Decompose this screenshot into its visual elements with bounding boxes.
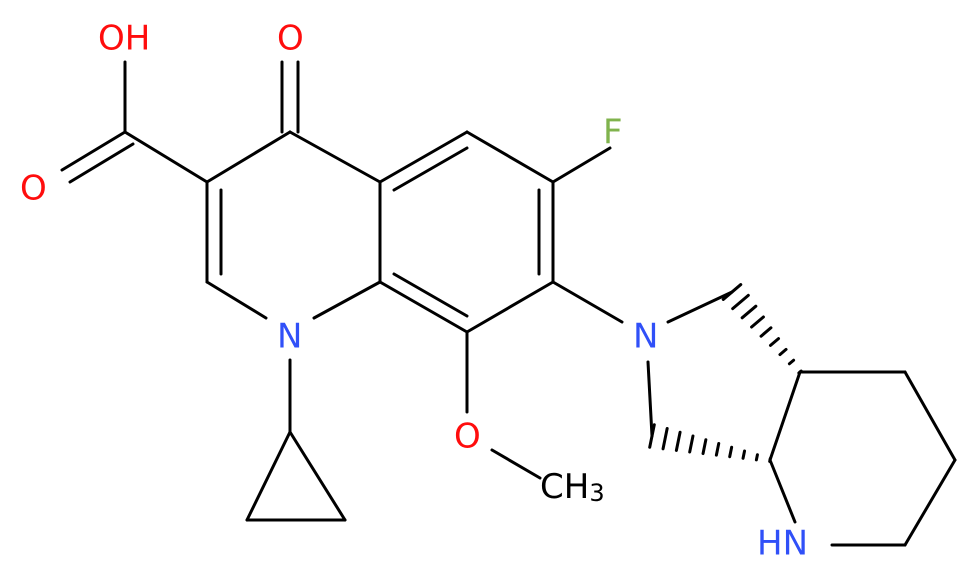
wedge-7a-hash — [661, 426, 669, 451]
wedge-7a-hash — [714, 442, 721, 457]
atom-quinolone-nitrogen: N — [277, 317, 302, 357]
wedge-7a-hash — [701, 438, 708, 456]
atom-acid-carbonyl-oxygen: O — [20, 169, 47, 209]
wedge-7a-hash — [674, 430, 682, 452]
wedge-7a-hash — [768, 457, 772, 463]
bond-n1-c8a — [312, 280, 382, 320]
atom-ketone-oxygen: O — [277, 19, 304, 59]
atom-pyrrolidine-nitrogen: N — [633, 317, 658, 357]
bond-c5-c6 — [465, 130, 555, 184]
wedge-3a-hash — [787, 358, 796, 366]
atom-fluorine: F — [603, 113, 623, 153]
atom-methyl: CH3 — [540, 467, 605, 508]
bond-c7-c8 — [465, 280, 555, 334]
bond-c7-n — [551, 280, 624, 324]
bond-c8-c8a — [378, 280, 469, 334]
wedge-3a-hash — [768, 337, 781, 347]
bond-cp-a — [245, 430, 292, 522]
wedge-3a-hash — [797, 369, 803, 375]
wedge-3a-hash — [750, 315, 765, 329]
wedge-7a-hash — [648, 423, 656, 449]
atom-hydroxyl: OH — [98, 19, 150, 59]
wedge-7a-hash — [728, 445, 734, 459]
stereo-hash-wedges — [648, 283, 803, 463]
bond-c4-c5 — [903, 370, 957, 462]
wedge-3a-hash — [731, 293, 750, 311]
atom-labels: OH O O F N N O CH3 HN — [20, 19, 808, 564]
wedge-7a-hash — [754, 453, 759, 462]
wedge-7a-hash — [688, 434, 695, 454]
bond-c3-c4 — [205, 130, 292, 184]
wedge-3a-hash — [778, 347, 788, 357]
bond-o-ch3 — [490, 448, 542, 480]
wedge-7a-hash — [741, 449, 747, 460]
bond-c-o-double-b — [68, 142, 135, 184]
bond-c8-c8a-inner — [392, 272, 469, 318]
atom-methoxy-oxygen: O — [454, 417, 481, 457]
bond-n-ch2-bottom — [646, 360, 654, 438]
bonds — [60, 60, 957, 547]
methyl-subscript: 3 — [589, 479, 604, 507]
bond-c4a-c4 — [288, 130, 382, 184]
bond-c4a-c5 — [378, 130, 469, 184]
bond-c6-f — [551, 146, 612, 184]
bond-n-ch2-top — [666, 290, 734, 324]
bond-nh-7a — [768, 458, 797, 524]
wedge-3a-hash — [740, 304, 758, 320]
bond-cp-b — [288, 430, 347, 522]
bond-c-o-double-a — [60, 130, 127, 172]
wedge-3a-hash — [721, 283, 743, 301]
bond-3a-7a — [768, 370, 802, 462]
bond-c4a-c5-inner — [392, 146, 469, 192]
bond-c5-c6 — [903, 458, 957, 547]
bond-c2-n1 — [205, 280, 268, 320]
atom-amine: HN — [757, 524, 808, 564]
methyl-text: CH — [540, 467, 589, 507]
bond-acid-c3 — [123, 130, 209, 184]
wedge-3a-hash — [759, 326, 773, 338]
